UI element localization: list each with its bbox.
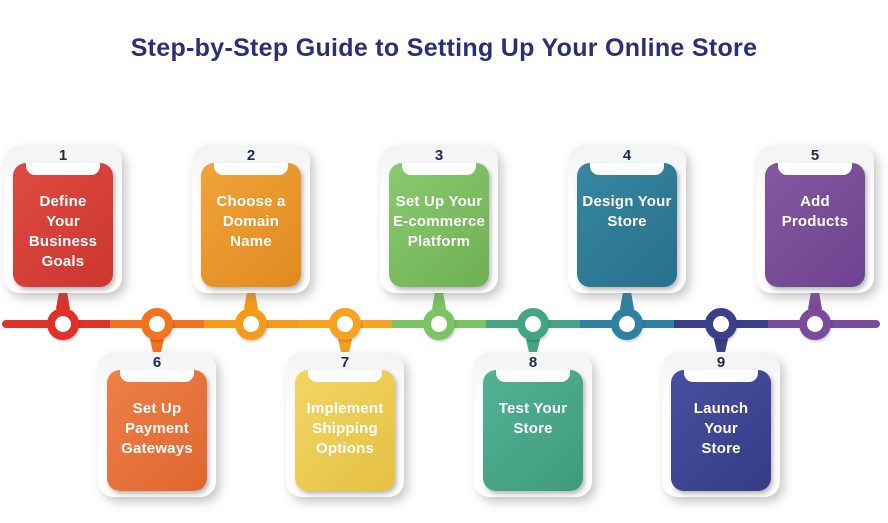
step-number-tab (26, 163, 100, 175)
step-label-line: Your (704, 420, 738, 437)
step-label-line: Platform (407, 233, 471, 250)
step-number-6: 6 (152, 354, 162, 371)
step-number-7: 7 (340, 354, 350, 371)
timeline-node-9 (705, 308, 737, 340)
timeline-node-2 (235, 308, 267, 340)
step-label-line: Shipping (312, 420, 378, 437)
connector-stem-9 (713, 339, 729, 353)
step-label-line: Set Up (132, 400, 182, 417)
step-number-4: 4 (622, 147, 632, 164)
step-label-line: E-commerce (392, 213, 486, 230)
timeline-node-4 (611, 308, 643, 340)
step-number-tab (496, 370, 570, 382)
step-label-line: Implement (306, 400, 384, 417)
step-label-line: Domain (222, 213, 280, 230)
step-label-line: Store (701, 440, 741, 457)
timeline-node-3 (423, 308, 455, 340)
step-number-8: 8 (528, 354, 538, 371)
timeline-node-6 (141, 308, 173, 340)
step-number-tab (402, 163, 476, 175)
step-label-line: Store (607, 213, 647, 230)
step-label-line: Gateways (121, 440, 193, 457)
step-label-line: Goals (41, 253, 85, 270)
timeline-node-1 (47, 308, 79, 340)
connector-stem-7 (337, 339, 353, 353)
timeline-node-5 (799, 308, 831, 340)
step-label-line: Name (230, 233, 272, 250)
step-number-tab (590, 163, 664, 175)
step-label-line: Store (513, 420, 553, 437)
step-label-line: Products (781, 213, 849, 230)
step-label-line: Your (46, 213, 80, 230)
step-number-1: 1 (58, 147, 68, 164)
step-number-tab (684, 370, 758, 382)
connector-stem-1 (55, 291, 71, 309)
step-label-line: Business (28, 233, 98, 250)
connector-stem-6 (149, 339, 165, 353)
step-label-line: Launch (693, 400, 749, 417)
step-label-line: Test Your (498, 400, 568, 417)
step-label-line: Add (800, 193, 830, 210)
step-number-tab (308, 370, 382, 382)
step-number-3: 3 (434, 147, 444, 164)
step-number-5: 5 (810, 147, 820, 164)
step-number-tab (120, 370, 194, 382)
step-label-line: Options (315, 440, 375, 457)
timeline-node-8 (517, 308, 549, 340)
step-label-line: Set Up Your (395, 193, 483, 210)
connector-stem-3 (431, 291, 447, 309)
connector-stem-2 (243, 291, 259, 309)
step-number-9: 9 (716, 354, 726, 371)
connector-stem-4 (619, 291, 635, 309)
page-title: Step-by-Step Guide to Setting Up Your On… (130, 34, 758, 62)
connector-stem-8 (525, 339, 541, 353)
timeline-node-7 (329, 308, 361, 340)
step-label-line: Define (39, 193, 87, 210)
step-number-2: 2 (246, 147, 256, 164)
step-label-line: Design Your (582, 193, 672, 210)
step-number-tab (778, 163, 852, 175)
step-label-line: Payment (125, 420, 189, 437)
step-label-line: Choose a (216, 193, 286, 210)
step-number-tab (214, 163, 288, 175)
connector-stem-5 (807, 291, 823, 309)
